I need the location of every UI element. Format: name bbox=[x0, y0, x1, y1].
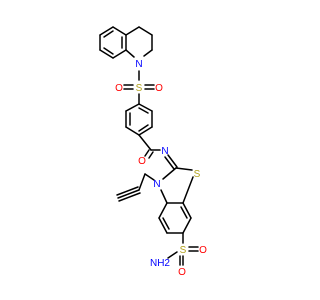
bond bbox=[117, 189, 140, 199]
atom-o-sulfonyl-left: O bbox=[115, 83, 123, 94]
bond bbox=[138, 26, 153, 36]
bond bbox=[125, 49, 135, 58]
structure-svg: N S O O O N S N S O O NH2 bbox=[99, 26, 207, 278]
bond bbox=[182, 217, 192, 234]
bond bbox=[167, 251, 178, 259]
bond bbox=[158, 202, 168, 219]
bond bbox=[160, 189, 168, 204]
bond bbox=[118, 192, 141, 202]
bond bbox=[138, 107, 149, 114]
atom-o-carbonyl: O bbox=[138, 156, 146, 167]
bond bbox=[99, 49, 114, 59]
bond bbox=[158, 217, 168, 234]
bonds bbox=[99, 26, 199, 266]
bond bbox=[144, 173, 155, 181]
atom-o-sulfonamide-right: O bbox=[199, 245, 207, 256]
bond bbox=[138, 173, 146, 191]
atom-n-imine: N bbox=[161, 146, 168, 157]
molecule-diagram: N S O O O N S N S O O NH2 bbox=[99, 26, 207, 278]
bond bbox=[138, 126, 153, 136]
atom-n-thiazole: N bbox=[153, 179, 160, 190]
bond bbox=[144, 149, 150, 157]
atom-o-sulfonyl-right: O bbox=[155, 83, 163, 94]
bond bbox=[148, 151, 154, 159]
atom-s-sulfonyl: S bbox=[136, 83, 143, 94]
atom-n-tetrahydroquinoline: N bbox=[135, 59, 142, 70]
bond bbox=[180, 206, 188, 219]
bond bbox=[103, 30, 114, 38]
atom-o-sulfonamide-bottom: O bbox=[178, 267, 186, 278]
bond bbox=[112, 49, 127, 59]
bond bbox=[99, 26, 114, 36]
atom-s-sulfonamide: S bbox=[180, 245, 187, 256]
bond bbox=[143, 49, 153, 57]
bond bbox=[125, 126, 140, 136]
bond bbox=[162, 167, 177, 180]
bond bbox=[182, 176, 194, 204]
bond bbox=[167, 154, 178, 168]
bond bbox=[116, 186, 139, 196]
bond bbox=[164, 156, 175, 170]
bond bbox=[138, 124, 149, 132]
atom-s-thiazole: S bbox=[194, 169, 201, 180]
bond bbox=[138, 134, 152, 151]
bond bbox=[138, 103, 153, 112]
bond bbox=[103, 47, 114, 55]
bond bbox=[125, 26, 140, 36]
bond bbox=[162, 217, 170, 230]
atom-nh2: NH2 bbox=[150, 258, 170, 269]
atom-labels: N S O O O N S N S O O NH2 bbox=[115, 59, 207, 278]
bond bbox=[112, 26, 127, 36]
bond bbox=[182, 202, 192, 219]
bond bbox=[125, 103, 140, 112]
bond bbox=[175, 167, 193, 171]
